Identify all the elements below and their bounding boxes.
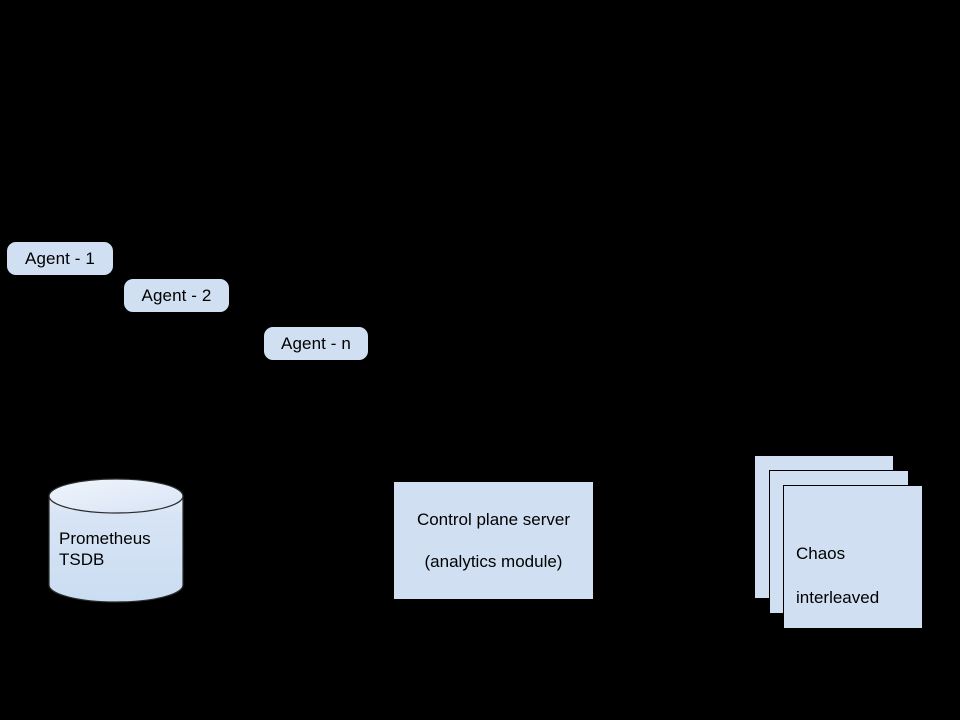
dashboard-sheet-front bbox=[783, 485, 923, 629]
control-plane-server-label-line-2: (analytics module) bbox=[424, 552, 563, 571]
agent-node-1[interactable]: Agent - 1 bbox=[7, 242, 113, 275]
agent-node-n-label: Agent - n bbox=[281, 333, 351, 353]
chaos-dashboards-stack[interactable]: Chaos interleaved dashboards bbox=[752, 453, 924, 651]
agent-node-2-label: Agent - 2 bbox=[141, 285, 212, 305]
cylinder-shape bbox=[48, 478, 184, 603]
connector-agent2-tsdb bbox=[110, 313, 177, 461]
connector-control-plane-dashboards bbox=[592, 538, 753, 542]
prometheus-tsdb-cylinder[interactable] bbox=[45, 478, 187, 606]
agent-node-1-label: Agent - 1 bbox=[25, 248, 95, 268]
connector-agentn-tsdb bbox=[140, 361, 317, 461]
control-plane-server-label-line-1: Control plane server bbox=[416, 510, 571, 529]
control-plane-server-label: Control plane server (analytics module) bbox=[417, 488, 570, 593]
chaos-dashboards-label-line-3: dashboards bbox=[796, 632, 885, 651]
control-plane-server-box[interactable]: Control plane server (analytics module) bbox=[394, 482, 593, 599]
agent-node-n[interactable]: Agent - n bbox=[264, 327, 368, 360]
agent-node-2[interactable]: Agent - 2 bbox=[124, 279, 229, 312]
